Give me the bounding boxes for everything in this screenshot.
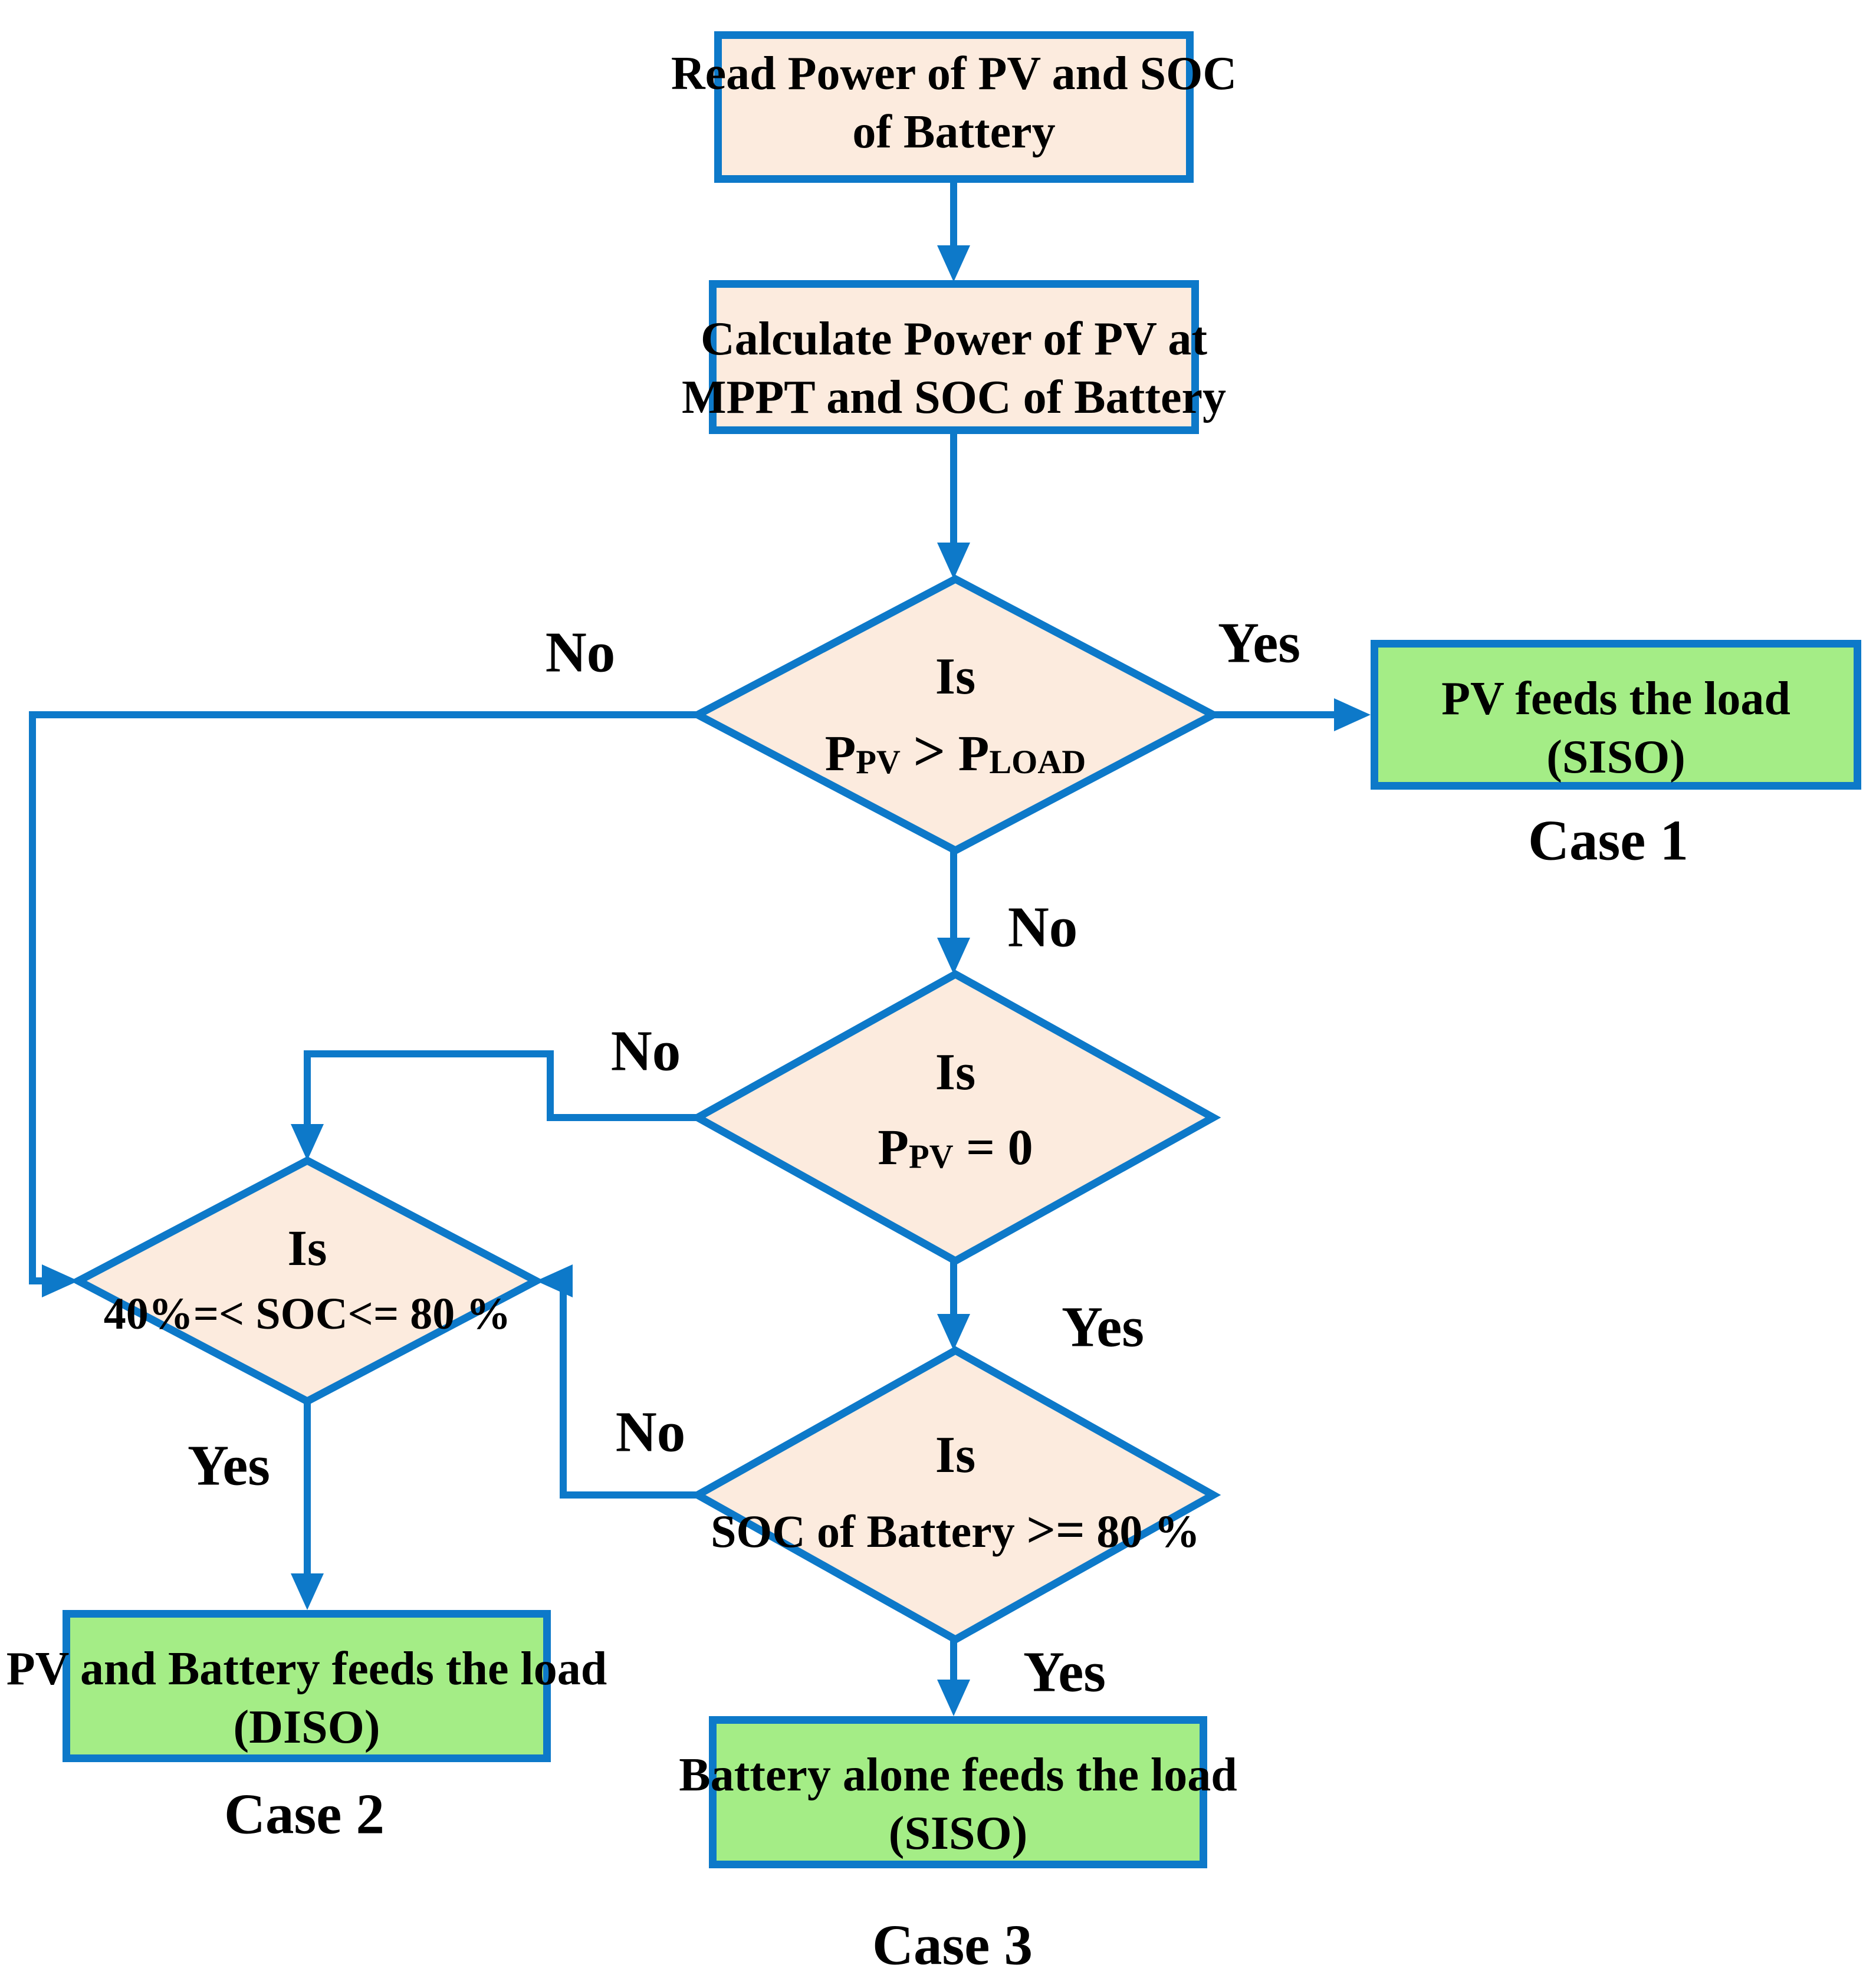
caption-case2: Case 2	[224, 1782, 385, 1846]
node-read-power: Read Power of PV and SOC of Battery	[671, 31, 1237, 183]
arrowhead-down-icon	[937, 1680, 970, 1716]
node-case3-result: Battery alone feeds the load (SISO)	[679, 1716, 1237, 1868]
label-d1-no-down: No	[1007, 895, 1078, 959]
arrowhead-down-icon	[291, 1573, 324, 1610]
node-calc-line1: Calculate Power of PV at	[700, 313, 1208, 365]
arrowhead-down-icon	[291, 1124, 324, 1161]
node-case1-result: PV feeds the load (SISO)	[1371, 640, 1861, 790]
label-d2-no: No	[610, 1019, 681, 1083]
case3-line1: Battery alone feeds the load	[679, 1749, 1237, 1801]
node-case2-result: PV and Battery feeds the load (DISO)	[6, 1610, 607, 1762]
decision-soc-ge-80-shape	[689, 1346, 1221, 1644]
decision-ppv-eq-0-shape	[689, 970, 1221, 1266]
label-d1-no-left: No	[545, 620, 616, 684]
case2-line2: (DISO)	[233, 1701, 380, 1753]
arrowhead-left-icon	[536, 1264, 573, 1297]
arrowhead-right-icon	[42, 1264, 78, 1297]
arrowhead-down-icon	[937, 1314, 970, 1350]
label-d2-yes: Yes	[1061, 1295, 1145, 1359]
node-calc-line2: MPPT and SOC of Battery	[682, 372, 1226, 423]
edge-d1-no-to-d4	[29, 711, 698, 1284]
arrowhead-down-icon	[937, 543, 970, 579]
case1-line1: PV feeds the load	[1441, 673, 1790, 725]
label-d3-yes: Yes	[1023, 1640, 1106, 1704]
case1-line2: (SISO)	[1546, 731, 1686, 783]
case2-line1: PV and Battery feeds the load	[6, 1643, 607, 1695]
caption-case3: Case 3	[872, 1913, 1033, 1977]
label-d4-yes: Yes	[187, 1434, 271, 1497]
arrowhead-down-icon	[937, 245, 970, 282]
label-d3-no: No	[615, 1400, 686, 1464]
decision-ppv-gt-pload-shape	[689, 574, 1221, 855]
node-calculate-power: Calculate Power of PV at MPPT and SOC of…	[682, 280, 1226, 434]
edge-d2-no-to-d4	[304, 1050, 698, 1129]
node-read-line1: Read Power of PV and SOC	[671, 47, 1237, 100]
arrowhead-right-icon	[1334, 698, 1371, 731]
case3-line2: (SISO)	[888, 1808, 1028, 1859]
arrowhead-down-icon	[937, 938, 970, 974]
label-d1-yes: Yes	[1217, 611, 1301, 675]
caption-case1: Case 1	[1527, 809, 1689, 872]
decision-soc-range-shape	[70, 1156, 544, 1406]
node-read-line2: of Battery	[852, 106, 1056, 158]
